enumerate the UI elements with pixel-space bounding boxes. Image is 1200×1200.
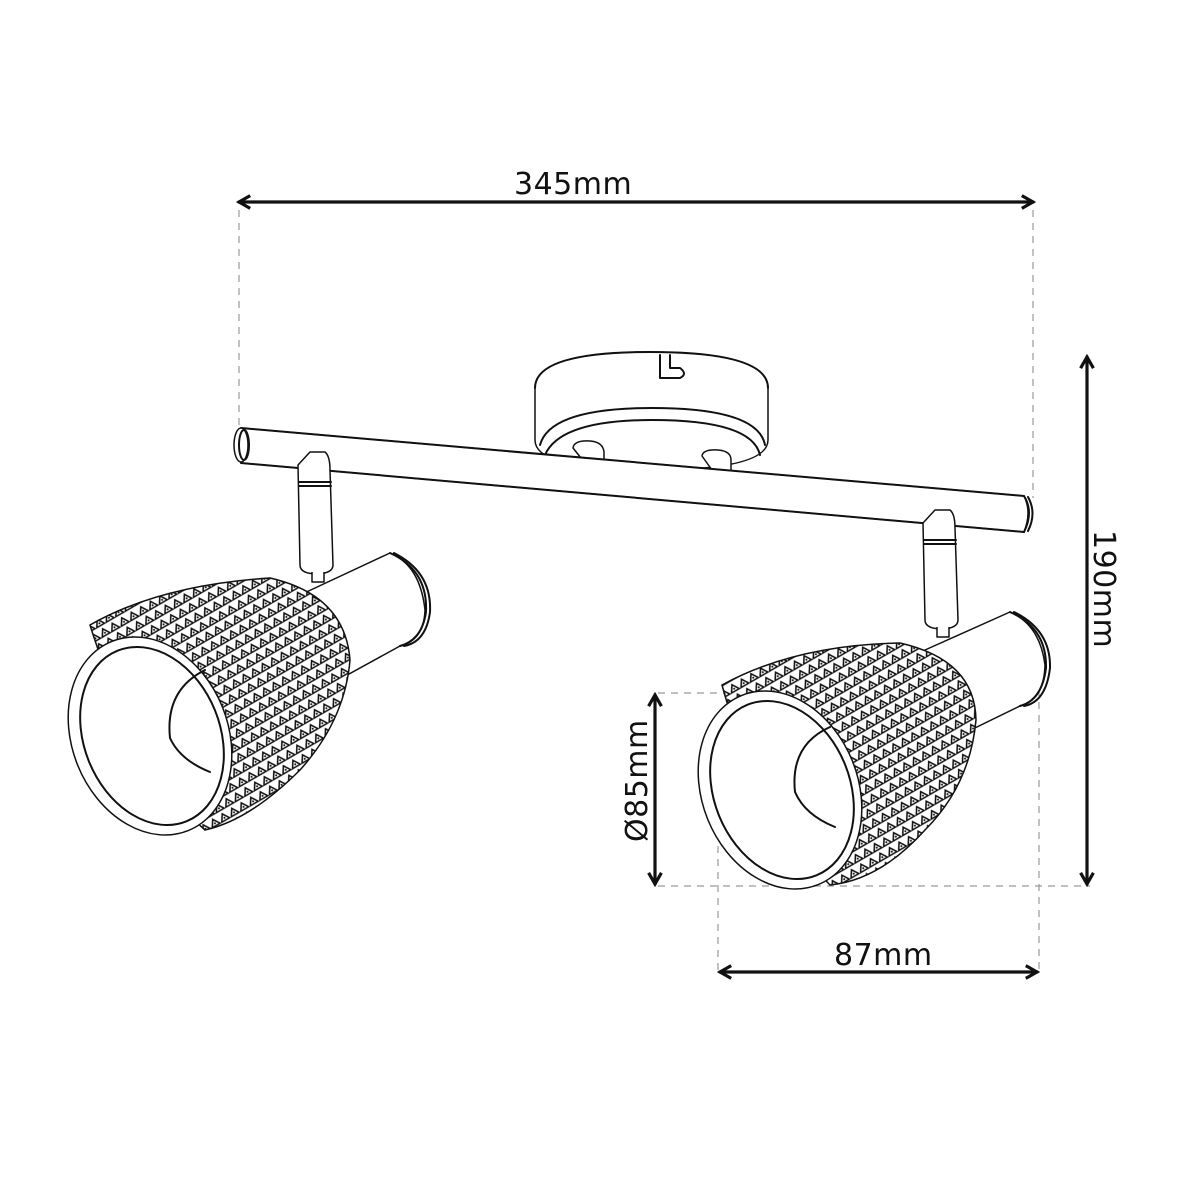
- extension-lines: [238, 210, 1090, 975]
- shade-length-label: 87mm: [834, 938, 933, 973]
- ceiling-canopy: [534, 351, 769, 473]
- overall-height-label: 190mm: [1086, 530, 1121, 649]
- right-spot: [697, 509, 1052, 890]
- dimension-arrows: [235, 194, 1095, 980]
- left-spot: [67, 451, 432, 836]
- overall-width-label: 345mm: [514, 167, 633, 202]
- fixture-bar: [233, 427, 1034, 533]
- shade-diameter-label: Ø85mm: [620, 719, 655, 842]
